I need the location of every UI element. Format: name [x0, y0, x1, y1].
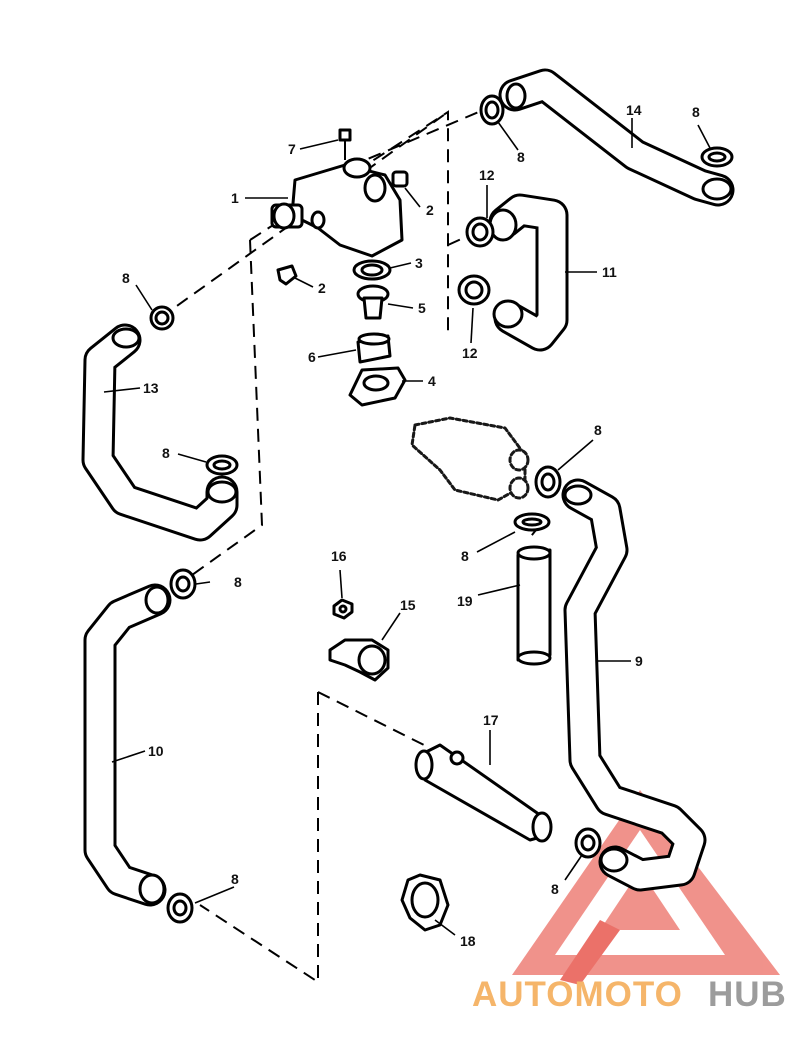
leader-lines — [103, 118, 711, 936]
callout-4: 4 — [428, 373, 436, 389]
tube — [516, 545, 552, 666]
callout-12-upper: 12 — [479, 167, 495, 183]
bolt — [338, 128, 352, 160]
thermostat-housing — [270, 157, 404, 258]
callout-11: 11 — [602, 264, 617, 280]
callout-14: 14 — [626, 102, 642, 118]
callout-12-lower: 12 — [462, 345, 478, 361]
watermark-text-hub: HUB — [708, 975, 787, 1014]
hose-14 — [498, 68, 735, 207]
hose-clip-upper — [328, 638, 390, 682]
watermark-text-automoto: AUTOMOTO — [472, 975, 683, 1014]
hose-clamp — [574, 827, 602, 859]
hose-clamp — [534, 465, 562, 499]
callout-9: 9 — [635, 653, 643, 669]
callout-16: 16 — [331, 548, 347, 564]
hose-9 — [561, 478, 707, 892]
callout-8-hose10-bottom: 8 — [231, 871, 239, 887]
thermostat-sleeve — [356, 332, 392, 364]
thermostat — [356, 284, 390, 320]
gasket — [352, 259, 392, 281]
hose-clamp — [465, 216, 495, 248]
hose-clamps — [149, 94, 734, 924]
hose-fitting — [414, 743, 553, 843]
hose-10 — [83, 583, 172, 907]
nut — [332, 598, 354, 620]
watermark-text: AUTOMOTO HUB — [472, 975, 787, 1014]
hose-clip-lower — [400, 873, 450, 932]
callout-17: 17 — [483, 712, 499, 728]
hose-clamp — [457, 274, 491, 306]
hose-clamp — [513, 512, 551, 532]
callout-labels: 1 7 2 2 3 5 6 4 8 8 14 12 11 12 8 13 8 8… — [122, 102, 700, 949]
water-pump-fitting — [410, 416, 530, 502]
hose-clamp — [700, 146, 734, 168]
hose-clamp — [169, 568, 197, 600]
drain-plug-upper — [391, 170, 409, 188]
drain-plug-lower — [276, 264, 298, 286]
hose-11 — [488, 193, 569, 352]
callout-13: 13 — [143, 380, 159, 396]
callout-8-hose13-top: 8 — [122, 270, 130, 286]
callout-8-hose14-left: 8 — [517, 149, 525, 165]
callout-7: 7 — [288, 141, 296, 157]
callout-8-pump-bottom: 8 — [461, 548, 469, 564]
callout-8-pump-top: 8 — [594, 422, 602, 438]
callout-18: 18 — [460, 933, 476, 949]
callout-3: 3 — [415, 255, 423, 271]
hose-clamp — [149, 305, 175, 331]
callout-8-hose10-top: 8 — [234, 574, 242, 590]
callout-6: 6 — [308, 349, 316, 365]
callout-19: 19 — [457, 593, 473, 609]
callout-8-hose13-bottom: 8 — [162, 445, 170, 461]
hose-clamp — [479, 94, 505, 126]
hose-clamp — [205, 454, 239, 476]
callout-10: 10 — [148, 743, 164, 759]
callout-2-lower: 2 — [318, 280, 326, 296]
callout-8-hose14-right: 8 — [692, 104, 700, 120]
housing-gasket — [348, 366, 407, 407]
callout-8-hose9-bottom: 8 — [551, 881, 559, 897]
callout-2-upper: 2 — [426, 202, 434, 218]
hose-13 — [81, 323, 239, 542]
callout-1: 1 — [231, 190, 239, 206]
callout-5: 5 — [418, 300, 426, 316]
callout-15: 15 — [400, 597, 416, 613]
hose-clamp — [166, 892, 194, 924]
